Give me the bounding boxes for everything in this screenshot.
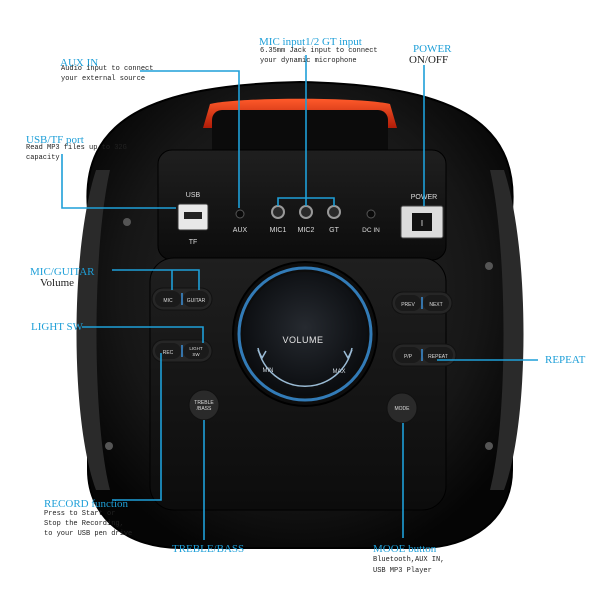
- power-rocker: [412, 213, 432, 231]
- next-button-label: NEXT: [429, 302, 442, 308]
- volume-min-label: MIN: [263, 368, 274, 374]
- aux-in-desc-2: your external source: [61, 75, 146, 83]
- light-sw-title: LIGHT SW: [31, 321, 84, 333]
- rec-button-label: REC: [163, 350, 174, 356]
- aux-in-desc-1: Audio input to connect: [61, 65, 154, 73]
- mic1-label: MIC1: [270, 227, 287, 234]
- mic-input-desc-2: your dynamic microphone: [260, 57, 357, 65]
- aux-jack-label: AUX: [233, 227, 248, 234]
- usb-tf-desc-2: capacity: [26, 154, 60, 162]
- dc-in-label: DC IN: [362, 227, 380, 234]
- mode-title: MOOE button: [373, 543, 437, 555]
- record-desc-2: Stop the Recording,: [44, 520, 124, 528]
- mic-button-label: MIC: [163, 298, 173, 304]
- usb-tf-title: USB/TF port: [26, 134, 84, 146]
- usb-port-label: USB: [186, 192, 201, 199]
- volume-knob[interactable]: [232, 261, 378, 407]
- usb-tf-desc-1: Read MP3 files up to 32G: [26, 144, 127, 152]
- mic2-label: MIC2: [298, 227, 315, 234]
- mic-guitar-subtitle: Volume: [40, 277, 75, 289]
- dc-in-jack[interactable]: [366, 209, 376, 219]
- light-button-label-2: SW: [192, 352, 200, 357]
- repeat-title: REPEAT: [545, 354, 586, 366]
- mode-desc-1: Bluetooth,AUX IN,: [373, 556, 445, 564]
- treble-bass-title: TREBLE/BASS: [172, 543, 245, 555]
- power-switch-glyph: I: [421, 219, 423, 228]
- power-title: POWER: [413, 43, 452, 55]
- repeat-button[interactable]: [423, 347, 453, 363]
- mic2-jack[interactable]: [299, 205, 313, 219]
- volume-label: VOLUME: [282, 335, 323, 345]
- repeat-button-label: REPEAT: [428, 354, 448, 360]
- mic1-jack[interactable]: [271, 205, 285, 219]
- play-pause-button[interactable]: [395, 347, 421, 363]
- usb-slot-icon: [184, 212, 202, 219]
- mode-button-label: MODE: [395, 406, 411, 412]
- gt-jack[interactable]: [327, 205, 341, 219]
- guitar-button-label: GUITAR: [187, 298, 206, 304]
- prev-button-label: PREV: [401, 302, 415, 308]
- record-desc-3: to your USB pen drive: [44, 530, 133, 538]
- light-sw-button[interactable]: [183, 343, 209, 359]
- prev-button[interactable]: [395, 295, 421, 311]
- light-button-label-1: LIGHT: [189, 346, 203, 351]
- mic-guitar-title: MIC/GUITAR: [30, 266, 95, 278]
- next-button[interactable]: [423, 295, 449, 311]
- mic-input-desc-1: 6.35mm Jack input to connect: [260, 47, 378, 55]
- aux-jack[interactable]: [235, 209, 245, 219]
- aux-in-title: AUX IN: [60, 57, 99, 69]
- guitar-volume-button[interactable]: [183, 291, 209, 307]
- mic-volume-button[interactable]: [155, 291, 181, 307]
- treble-button-label-1: TREBLE: [194, 400, 214, 406]
- play-pause-label: P/P: [404, 354, 413, 360]
- mode-button[interactable]: [386, 392, 418, 424]
- treble-button-label-2: /BASS: [197, 406, 212, 412]
- mode-desc-2: USB MP3 Player: [373, 567, 432, 575]
- tf-slot-label: TF: [189, 239, 198, 246]
- record-title: RECORD function: [44, 498, 129, 510]
- volume-max-label: MAX: [332, 369, 345, 375]
- callout-leader-lines: [61, 55, 538, 540]
- mic-input-title: MIC input1/2 GT input: [259, 36, 362, 48]
- gt-label: GT: [329, 227, 339, 234]
- power-subtitle: ON/OFF: [409, 54, 449, 66]
- record-desc-1: Press to Start or: [44, 510, 116, 518]
